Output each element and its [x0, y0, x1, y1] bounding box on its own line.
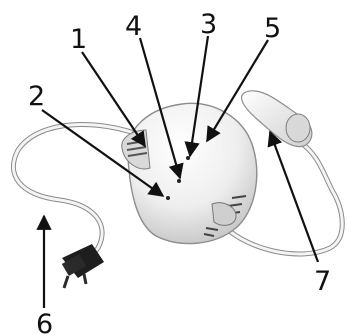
power-cable [13, 125, 140, 262]
sensor-dot [186, 156, 190, 160]
callout-5: 5 [264, 13, 281, 44]
leader-line-1 [82, 52, 145, 146]
callout-6: 6 [36, 309, 53, 334]
callout-4: 4 [125, 11, 142, 42]
plug-pin-right [84, 274, 86, 284]
plug-pin-left [64, 276, 68, 288]
handpiece [242, 91, 312, 147]
callout-2: 2 [28, 81, 45, 112]
callout-3: 3 [200, 9, 217, 40]
callout-7: 7 [314, 266, 331, 297]
main-unit [122, 103, 257, 243]
callout-1: 1 [70, 24, 87, 55]
button-dot [177, 179, 181, 183]
indicator-dot [166, 196, 170, 200]
